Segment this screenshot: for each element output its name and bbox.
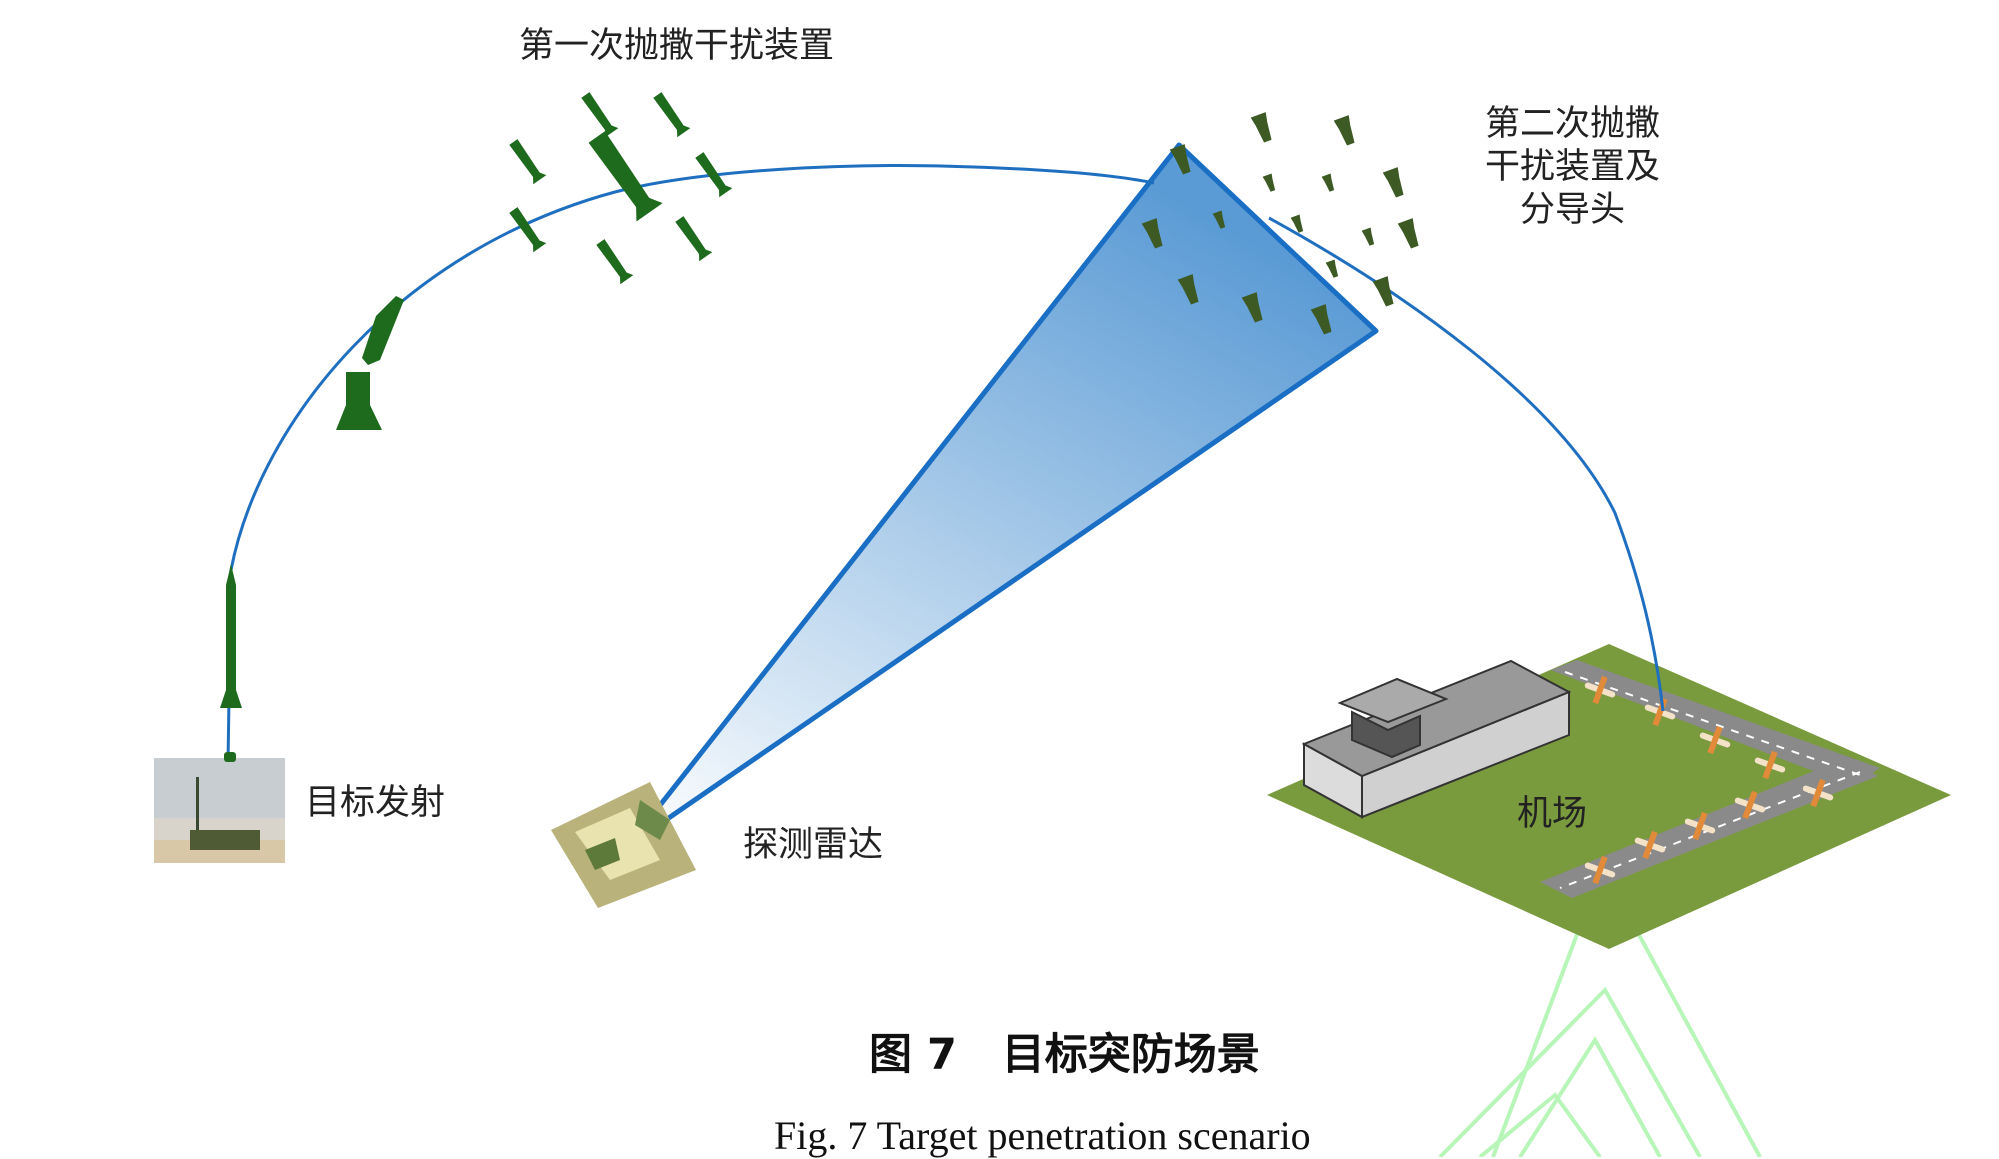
aircraft-icon [1734,790,1766,820]
label-launch: 目标发射 [305,783,446,823]
label-second-dispersal: 第二次抛撒 干扰装置及 分导头 [1460,103,1685,232]
aircraft-icon [1644,697,1676,727]
warhead-icon [1250,112,1272,143]
warhead-icon [1397,218,1419,249]
decoy-icon [509,207,547,253]
decoy-icon [675,216,713,262]
warhead-icon [1325,259,1339,278]
decoy-icon [509,139,547,185]
label-second-dispersal-line: 干扰装置及 [1484,147,1660,187]
aircraft-icon [1699,725,1731,755]
missile-first-stage [336,372,382,430]
aircraft-icon [1584,675,1616,705]
aircraft-icon [1802,778,1834,808]
warhead-icon [1321,173,1335,192]
warhead-icon [1212,210,1226,229]
caption-cn: 图 7 目标突防场景 [869,1020,1260,1082]
label-second-dispersal-line: 分导头 [1519,190,1625,230]
caption-en: Fig. 7 Target penetration scenario [774,1113,1311,1158]
label-second-dispersal-line: 第二次抛撒 [1484,104,1660,144]
warhead-icon [1177,274,1199,305]
label-radar: 探测雷达 [743,825,884,865]
warhead-icon [1290,214,1304,233]
warhead-icon [1241,292,1263,323]
warhead-icon [1141,218,1163,249]
warhead-icon [1372,276,1394,307]
launcher-photo [154,758,285,863]
radar-beam [625,142,1379,849]
aircraft-icon [1634,830,1666,860]
missile-upper-stage [362,296,404,365]
label-airport: 机场 [1517,794,1588,834]
decoy-icon [695,152,733,198]
second-dispersal-warheads [1141,112,1419,335]
decoy-icon [581,92,619,138]
first-dispersal-decoys [509,92,733,285]
label-first-dispersal: 第一次抛撒干扰装置 [519,26,835,66]
decoy-icon [588,131,663,222]
caption-cn-number: 图 7 [869,1030,957,1080]
warhead-icon [1382,167,1404,198]
aircraft-icon [1754,750,1786,780]
caption-cn-title: 目标突防场景 [1001,1030,1260,1080]
warhead-icon [1333,115,1355,146]
aircraft-icon [1684,811,1716,841]
warhead-icon [1310,304,1332,335]
aircraft-icon [1584,855,1616,885]
runway-upper [1551,660,1880,786]
control-tower-top [1337,677,1449,724]
warhead-icon [1262,173,1276,192]
radar-vehicle-photo [551,782,696,908]
airport [1267,644,1951,949]
decoy-icon [596,239,634,285]
decoy-icon [653,92,691,138]
missile-launch [220,564,242,762]
warhead-icon [1169,144,1191,175]
aircraft-group [1584,675,1834,885]
warhead-icon [1361,227,1375,246]
control-tower-body [1351,710,1421,759]
